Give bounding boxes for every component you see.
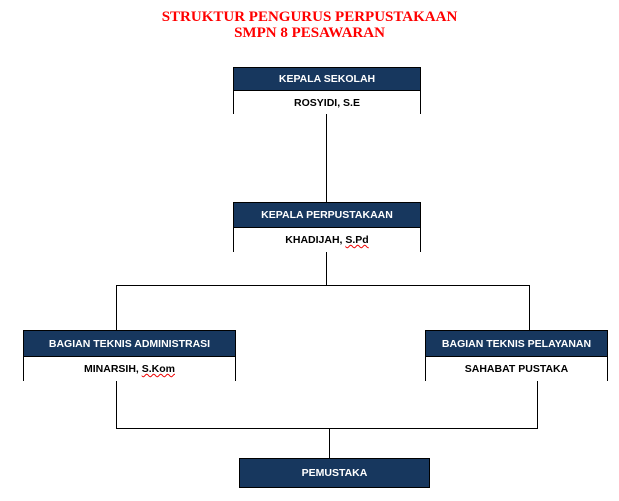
node-role: BAGIAN TEKNIS PELAYANAN: [426, 331, 607, 356]
connector-line: [116, 380, 117, 428]
node-name: MINARSIH, S.Kom: [24, 356, 235, 381]
chart-title-line2: SMPN 8 PESAWARAN: [234, 25, 385, 41]
name-title: S.Kom: [141, 363, 175, 375]
connector-line: [329, 428, 330, 458]
node-name: ROSYIDI, S.E: [234, 90, 420, 114]
node-kepala-sekolah: KEPALA SEKOLAH ROSYIDI, S.E: [233, 67, 421, 114]
connector-line: [326, 251, 327, 285]
connector-line: [326, 113, 327, 202]
node-role: BAGIAN TEKNIS ADMINISTRASI: [24, 331, 235, 356]
connector-line: [537, 380, 538, 428]
chart-title-line1: STRUKTUR PENGURUS PERPUSTAKAAN: [161, 9, 458, 25]
name-text: MINARSIH,: [83, 363, 142, 375]
node-name: SAHABAT PUSTAKA: [426, 356, 607, 381]
node-administrasi: BAGIAN TEKNIS ADMINISTRASI MINARSIH, S.K…: [23, 330, 236, 381]
node-pemustaka: PEMUSTAKA: [239, 458, 430, 488]
node-role: KEPALA PERPUSTAKAAN: [234, 203, 420, 227]
connector-line: [529, 285, 530, 330]
node-role: KEPALA SEKOLAH: [234, 68, 420, 90]
node-role: PEMUSTAKA: [240, 459, 429, 487]
connector-line: [116, 285, 530, 286]
node-kepala-perpustakaan: KEPALA PERPUSTAKAAN KHADIJAH, S.Pd: [233, 202, 421, 252]
name-title: S.Pd: [345, 234, 369, 246]
connector-line: [116, 285, 117, 330]
node-name: KHADIJAH, S.Pd: [234, 227, 420, 252]
connector-line: [116, 428, 538, 429]
name-text: KHADIJAH,: [285, 234, 346, 246]
node-pelayanan: BAGIAN TEKNIS PELAYANAN SAHABAT PUSTAKA: [425, 330, 608, 381]
